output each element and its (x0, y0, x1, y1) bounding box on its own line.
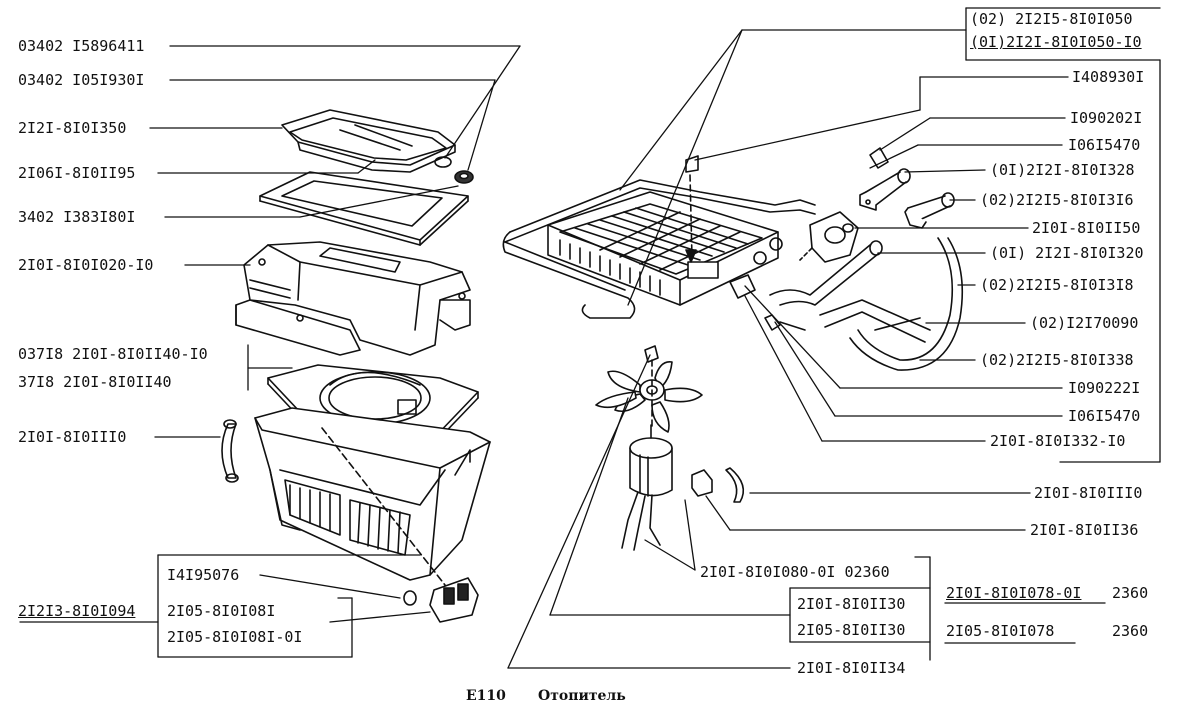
label-part-1090222: I090222I (1068, 379, 1141, 397)
label-part-2105-8101081: 2I05-8I0I08I (167, 602, 276, 620)
label-part-01-2121-8101050-10: (0I)2I2I-8I0I050-I0 (970, 33, 1142, 51)
assembly-axis-radiator (689, 174, 693, 259)
label-part-01-2121-8101328: (0I)2I2I-8I0I328 (990, 161, 1135, 179)
label-part-1061547-lower: I06I5470 (1068, 407, 1141, 425)
inlet-pipes (859, 147, 955, 229)
label-part-2101-8101150: 2I0I-8I0II50 (1032, 219, 1141, 237)
leader-lines (19, 7, 1161, 669)
left-clip (221, 419, 239, 483)
label-part-2101-8101110-right: 2I0I-8I0III0 (1034, 484, 1143, 502)
label-part-2105-8101078: 2I05-8I0I078 (946, 622, 1055, 640)
washer-parts (434, 156, 474, 184)
label-part-3718-2101-8101140: 37I8 2I0I-8I0II40 (18, 373, 172, 391)
label-part-14195076: I4I95076 (167, 566, 240, 584)
label-part-3402-1383180: 3402 I383I80I (18, 208, 136, 226)
cover-plate (281, 109, 456, 173)
heater-valve (799, 211, 859, 263)
label-part-02-21215-8101318: (02)2I2I5-8I0I3I8 (980, 276, 1134, 294)
seal-gasket (259, 171, 469, 246)
label-part-03718-2101-8101140-10: 037I8 2I0I-8I0II40-I0 (18, 345, 208, 363)
diagram-code: E110 (466, 688, 506, 704)
label-part-02-21215-8101316: (02)2I2I5-8I0I3I6 (980, 191, 1134, 209)
label-part-2101-8101080-01: 2I0I-8I0I080-0I 02360 (700, 563, 890, 581)
label-part-1408930: I408930I (1072, 68, 1145, 86)
label-qty-2360-lower: 2360 (1112, 622, 1149, 640)
fan-motor (621, 424, 673, 551)
lower-housing (254, 407, 491, 581)
label-part-1061547-upper: I06I5470 (1068, 136, 1141, 154)
heater-hoses (769, 237, 964, 371)
label-part-2105-8101081-01: 2I05-8I0I08I-0I (167, 628, 303, 646)
radiator-seal-belt (502, 179, 816, 319)
label-part-1090202: I090202I (1070, 109, 1143, 127)
fan-impeller (595, 345, 703, 433)
label-part-03402-1589641: 03402 I5896411 (18, 37, 145, 55)
label-part-02-12170090: (02)I2I70090 (1030, 314, 1139, 332)
diagram-title: Отопитель (538, 688, 626, 704)
switch-connector (403, 577, 479, 623)
label-part-01-2121-8101320: (0I) 2I2I-8I0I320 (990, 244, 1144, 262)
rubber-pad (691, 469, 713, 497)
label-part-02-21215-8101050: (02) 2I2I5-8I0I050 (970, 10, 1133, 28)
label-part-21061-8101195: 2I06I-8I0II95 (18, 164, 136, 182)
label-part-2101-8101078-01: 2I0I-8I0I078-0I (946, 584, 1082, 602)
label-part-2121-8101350: 2I2I-8I0I350 (18, 119, 127, 137)
assembly-axis-left (321, 427, 446, 586)
label-part-2101-8101136: 2I0I-8I0II36 (1030, 521, 1139, 539)
label-part-02-21215-8101338: (02)2I2I5-8I0I338 (980, 351, 1134, 369)
label-part-2101-8101332-10: 2I0I-8I0I332-I0 (990, 432, 1126, 450)
label-part-2105-8101130: 2I05-8I0II30 (797, 621, 906, 639)
label-qty-2360-upper: 2360 (1112, 584, 1149, 602)
right-clip (725, 467, 745, 503)
label-part-2101-8101130: 2I0I-8I0II30 (797, 595, 906, 613)
label-part-03402-1051930: 03402 I05I930I (18, 71, 145, 89)
upper-housing (235, 241, 471, 356)
label-part-2101-8101110-left: 2I0I-8I0III0 (18, 428, 127, 446)
label-part-2101-8101134: 2I0I-8I0II34 (797, 659, 906, 677)
label-part-2101-8101020-10: 2I0I-8I0I020-I0 (18, 256, 154, 274)
label-part-21213-8101094: 2I2I3-8I0I094 (18, 602, 136, 620)
hose-clips (729, 274, 806, 331)
